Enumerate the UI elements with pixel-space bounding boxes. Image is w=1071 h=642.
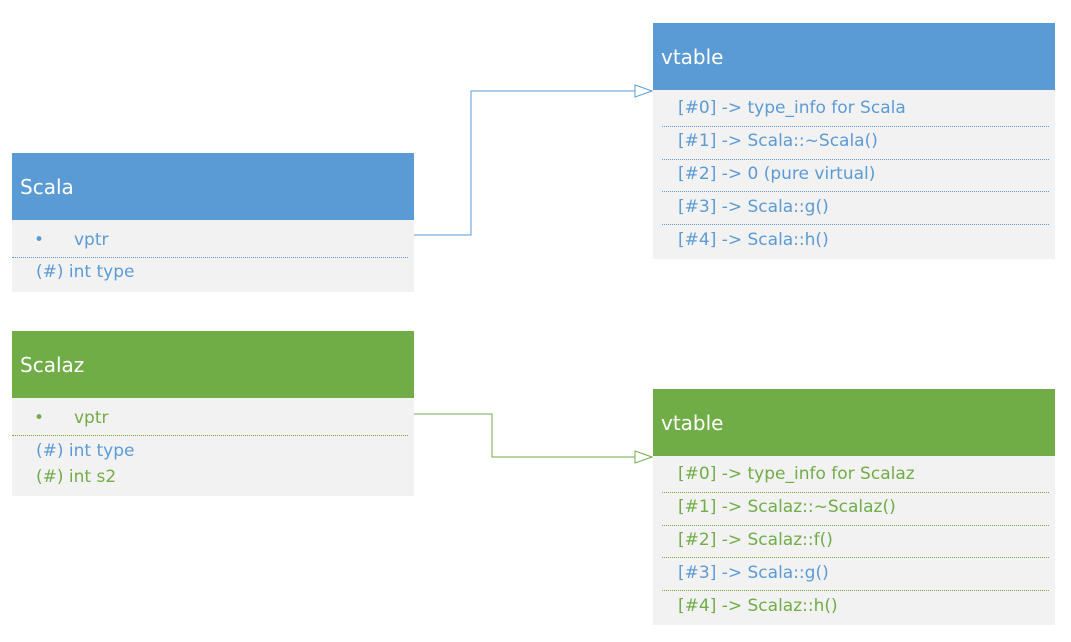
class-name: Scalaz bbox=[20, 352, 85, 377]
vptr-label: vptr bbox=[74, 408, 109, 428]
vtable-box-scalaz: vtable [#0] -> type_info for Scalaz [#1]… bbox=[653, 389, 1055, 625]
entry-separator bbox=[662, 525, 1049, 526]
class-name: Scala bbox=[20, 174, 74, 199]
class-box-scala: Scala • vptr (#) int type bbox=[12, 153, 414, 292]
class-body-scalaz: • vptr (#) int type (#) int s2 bbox=[12, 398, 414, 496]
vtable-body: [#0] -> type_info for Scala [#1] -> Scal… bbox=[653, 90, 1055, 259]
entry-separator bbox=[662, 126, 1049, 127]
connector-scala-vptr-to-vtable bbox=[414, 90, 635, 236]
vtable-header: vtable bbox=[653, 23, 1055, 90]
entry-separator bbox=[662, 590, 1049, 591]
member-field: (#) int s2 bbox=[36, 467, 117, 487]
class-box-scalaz: Scalaz • vptr (#) int type (#) int s2 bbox=[12, 331, 414, 496]
connector-scalaz-vptr-to-vtable bbox=[414, 413, 635, 458]
vtable-entry: [#3] -> Scala::g() bbox=[678, 197, 829, 217]
arrowhead-scalaz-vtable bbox=[634, 450, 654, 464]
class-header-scalaz: Scalaz bbox=[12, 331, 414, 398]
vtable-entry: [#0] -> type_info for Scalaz bbox=[678, 464, 915, 484]
vtable-entry: [#4] -> Scalaz::h() bbox=[678, 596, 838, 616]
member-separator bbox=[12, 257, 408, 258]
member-separator bbox=[12, 435, 408, 436]
entry-separator bbox=[662, 492, 1049, 493]
vtable-body: [#0] -> type_info for Scalaz [#1] -> Sca… bbox=[653, 456, 1055, 625]
entry-separator bbox=[662, 557, 1049, 558]
vtable-entry: [#4] -> Scala::h() bbox=[678, 230, 829, 250]
entry-separator bbox=[662, 159, 1049, 160]
vptr-bullet: • bbox=[34, 230, 45, 250]
member-field-inherited: (#) int type bbox=[36, 441, 135, 461]
class-body-scala: • vptr (#) int type bbox=[12, 220, 414, 292]
vtable-header: vtable bbox=[653, 389, 1055, 456]
vtable-box-scala: vtable [#0] -> type_info for Scala [#1] … bbox=[653, 23, 1055, 259]
vtable-entry: [#1] -> Scala::~Scala() bbox=[678, 131, 878, 151]
vtable-entry: [#0] -> type_info for Scala bbox=[678, 98, 906, 118]
entry-separator bbox=[662, 224, 1049, 225]
entry-separator bbox=[662, 191, 1049, 192]
vtable-entry: [#1] -> Scalaz::~Scalaz() bbox=[678, 497, 896, 517]
vptr-label: vptr bbox=[74, 230, 109, 250]
vtable-entry: [#2] -> 0 (pure virtual) bbox=[678, 164, 876, 184]
arrowhead-scala-vtable bbox=[634, 84, 654, 98]
vtable-title: vtable bbox=[661, 44, 724, 69]
member-field: (#) int type bbox=[36, 262, 135, 282]
vptr-bullet: • bbox=[34, 408, 45, 428]
class-header-scala: Scala bbox=[12, 153, 414, 220]
vtable-title: vtable bbox=[661, 410, 724, 435]
vtable-entry: [#2] -> Scalaz::f() bbox=[678, 530, 833, 550]
vtable-entry-inherited: [#3] -> Scala::g() bbox=[678, 563, 829, 583]
